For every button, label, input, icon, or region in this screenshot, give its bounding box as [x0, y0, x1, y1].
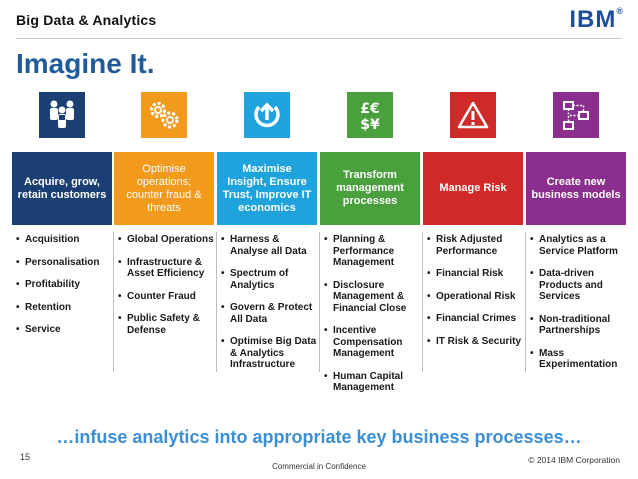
- list-item: Financial Risk: [427, 268, 525, 280]
- warning-icon: [450, 92, 496, 138]
- list-item: Govern & Protect All Data: [221, 302, 319, 325]
- column-header: Acquire, grow, retain customers: [12, 152, 112, 225]
- brand-logo: Big Data & Analytics: [16, 12, 157, 28]
- list-item: Infrastructure & Asset Efficiency: [118, 257, 216, 280]
- list-item: Incentive Compensation Management: [324, 325, 422, 360]
- copyright: © 2014 IBM Corporation: [528, 455, 620, 465]
- people-icon: [39, 92, 85, 138]
- svg-text:£€: £€: [360, 101, 379, 117]
- column-insight: Maximise Insight, Ensure Trust, Improve …: [217, 92, 317, 370]
- gears-icon: [141, 92, 187, 138]
- list-item: Financial Crimes: [427, 313, 525, 325]
- list-item: Harness & Analyse all Data: [221, 234, 319, 257]
- list-item: Data-driven Products and Services: [530, 268, 628, 303]
- item-list: Analytics as a Service Platform Data-dri…: [530, 234, 630, 382]
- column-divider: [525, 232, 526, 372]
- list-item: Retention: [16, 302, 114, 314]
- list-item: Non-traditional Partnerships: [530, 314, 628, 337]
- upload-icon: [244, 92, 290, 138]
- list-item: Personalisation: [16, 257, 114, 269]
- item-list: Global Operations Infrastructure & Asset…: [118, 234, 218, 347]
- item-list: Acquisition Personalisation Profitabilit…: [16, 234, 116, 347]
- list-item: Planning & Performance Management: [324, 234, 422, 269]
- page-title: Imagine It.: [16, 48, 155, 79]
- list-item: Counter Fraud: [118, 291, 216, 303]
- list-item: IT Risk & Security: [427, 336, 525, 348]
- column-business-models: Create new business models Analytics as …: [526, 92, 626, 370]
- svg-text:$¥: $¥: [360, 117, 380, 133]
- header-divider: [16, 38, 622, 39]
- column-divider: [422, 232, 423, 372]
- ibm-logo-text: IBM: [569, 6, 617, 33]
- item-list: Planning & Performance Management Disclo…: [324, 234, 424, 405]
- list-item: Global Operations: [118, 234, 216, 246]
- list-item: Profitability: [16, 279, 114, 291]
- list-item: Spectrum of Analytics: [221, 268, 319, 291]
- confidentiality-notice: Commercial in Confidence: [272, 462, 366, 471]
- list-item: Acquisition: [16, 234, 114, 246]
- column-operations: Optimise operations; counter fraud & thr…: [114, 92, 214, 336]
- list-item: Mass Experimentation: [530, 348, 628, 371]
- flowchart-icon: [553, 92, 599, 138]
- column-header: Transform management processes: [320, 152, 420, 225]
- list-item: Human Capital Management: [324, 371, 422, 394]
- item-list: Risk Adjusted Performance Financial Risk…: [427, 234, 527, 358]
- page-number: 15: [20, 452, 31, 462]
- column-header: Optimise operations; counter fraud & thr…: [114, 152, 214, 225]
- list-item: Risk Adjusted Performance: [427, 234, 525, 257]
- column-header: Create new business models: [526, 152, 626, 225]
- list-item: Analytics as a Service Platform: [530, 234, 628, 257]
- tagline: …infuse analytics into appropriate key b…: [56, 427, 582, 447]
- currency-icon: £€ $¥: [347, 92, 393, 138]
- column-customers: Acquire, grow, retain customers Acquisit…: [12, 92, 112, 335]
- column-divider: [319, 232, 320, 372]
- column-divider: [113, 232, 114, 372]
- column-risk: Manage Risk Risk Adjusted Performance Fi…: [423, 92, 523, 347]
- list-item: Disclosure Management & Financial Close: [324, 280, 422, 315]
- column-divider: [216, 232, 217, 372]
- column-header: Manage Risk: [423, 152, 523, 225]
- ibm-logo: IBM®: [569, 6, 624, 33]
- list-item: Service: [16, 324, 114, 336]
- column-management: £€ $¥ Transform management processes Pla…: [320, 92, 420, 393]
- list-item: Optimise Big Data & Analytics Infrastruc…: [221, 336, 319, 371]
- list-item: Public Safety & Defense: [118, 313, 216, 336]
- item-list: Harness & Analyse all Data Spectrum of A…: [221, 234, 321, 382]
- column-header: Maximise Insight, Ensure Trust, Improve …: [217, 152, 317, 225]
- list-item: Operational Risk: [427, 291, 525, 303]
